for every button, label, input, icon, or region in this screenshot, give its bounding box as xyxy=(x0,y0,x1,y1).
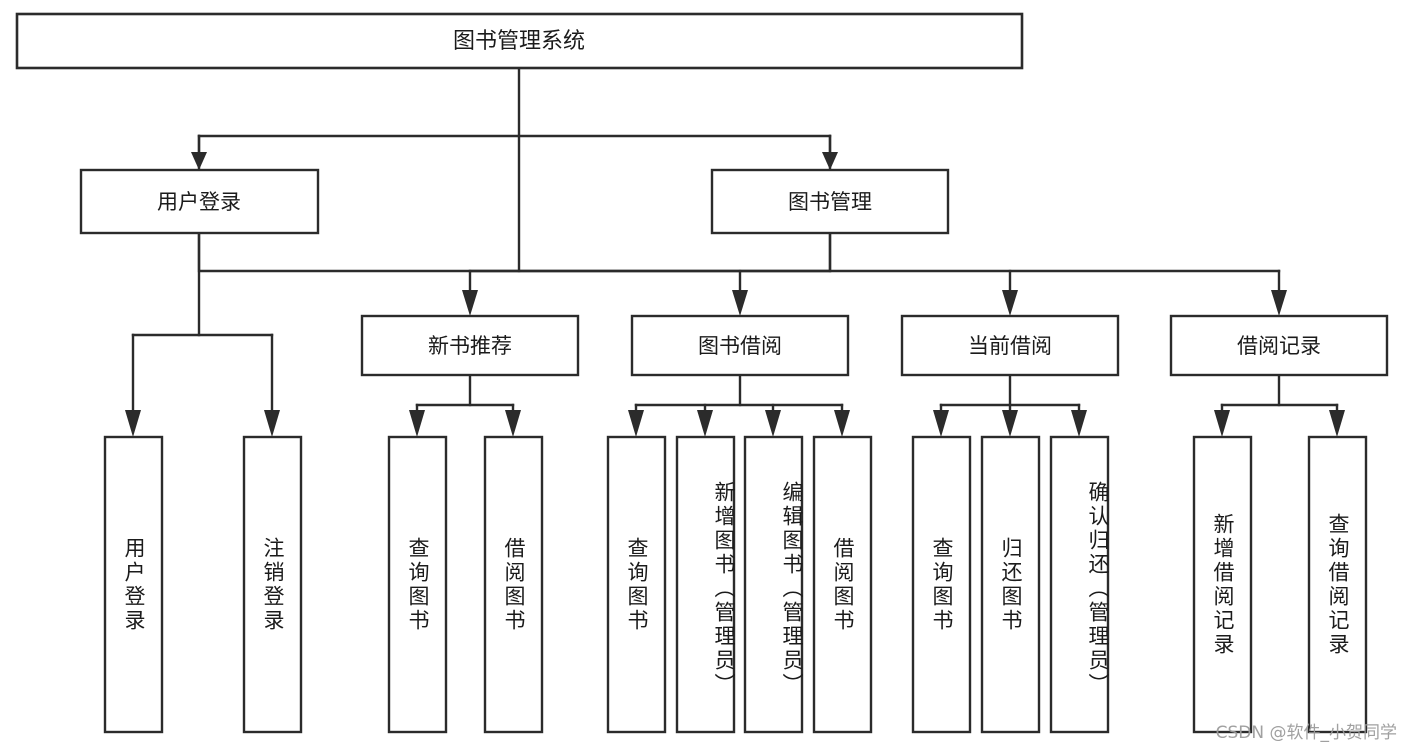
arrow-to-book-manage xyxy=(822,152,838,170)
arrow-to-leaf-user-logout xyxy=(264,410,280,437)
leaf-confirm-return-box[interactable] xyxy=(1049,435,1110,734)
root-label: 图书管理系统 xyxy=(453,29,585,54)
arrow-to-leaf-user-login xyxy=(125,410,141,437)
node-new-book-recommend[interactable]: 新书推荐 xyxy=(360,314,580,377)
current-borrow-box[interactable] xyxy=(900,314,1120,377)
leaf-query-book-1-box[interactable] xyxy=(387,435,448,734)
arrow-to-leaf-add-book xyxy=(697,410,713,437)
watermark-text: CSDN @软件_小贺同学 xyxy=(1215,723,1397,743)
arrow-to-leaf-borrow-book-2 xyxy=(834,410,850,437)
leaf-borrow-book-2-box[interactable] xyxy=(812,435,873,734)
root-box[interactable] xyxy=(15,12,1024,70)
leaf-borrow-book-1-box[interactable] xyxy=(483,435,544,734)
arrow-to-current-borrow xyxy=(1002,290,1018,316)
book-borrow-label: 图书借阅 xyxy=(698,334,782,358)
borrow-record-box[interactable] xyxy=(1169,314,1389,377)
leaf-user-login-box[interactable] xyxy=(103,435,164,734)
leaf-query-book-3-box[interactable] xyxy=(911,435,972,734)
leaf-return-book-box[interactable] xyxy=(980,435,1041,734)
user-login-box[interactable] xyxy=(79,168,320,235)
arrow-to-leaf-return-book xyxy=(1002,410,1018,437)
node-book-manage[interactable]: 图书管理 xyxy=(710,168,950,235)
arrow-to-book-borrow xyxy=(732,290,748,316)
leaf-query-record-box[interactable] xyxy=(1307,435,1368,734)
arrow-to-leaf-query-book-2 xyxy=(628,410,644,437)
node-book-borrow[interactable]: 图书借阅 xyxy=(630,314,850,377)
node-current-borrow[interactable]: 当前借阅 xyxy=(900,314,1120,377)
node-root[interactable]: 图书管理系统 xyxy=(15,12,1024,70)
node-user-login[interactable]: 用户登录 xyxy=(79,168,320,235)
leaf-user-logout-box[interactable] xyxy=(242,435,303,734)
leaf-add-record-box[interactable] xyxy=(1192,435,1253,734)
arrow-to-leaf-borrow-book-1 xyxy=(505,410,521,437)
connectors xyxy=(125,66,1345,437)
leaf-boxes[interactable] xyxy=(103,435,1368,734)
arrow-to-leaf-confirm-return xyxy=(1071,410,1087,437)
leaf-edit-book-box[interactable] xyxy=(743,435,804,734)
user-login-label: 用户登录 xyxy=(157,190,241,214)
new-book-recommend-box[interactable] xyxy=(360,314,580,377)
leaf-add-book-box[interactable] xyxy=(675,435,736,734)
leaf-query-book-2-box[interactable] xyxy=(606,435,667,734)
arrow-to-leaf-edit-book xyxy=(765,410,781,437)
arrow-to-new-book-recommend xyxy=(462,290,478,316)
book-borrow-box[interactable] xyxy=(630,314,850,377)
arrow-to-borrow-record xyxy=(1271,290,1287,316)
arrow-to-user-login xyxy=(191,152,207,170)
book-manage-label: 图书管理 xyxy=(788,190,872,214)
arrow-to-leaf-query-record xyxy=(1329,410,1345,437)
arrow-to-leaf-add-record xyxy=(1214,410,1230,437)
arrow-to-leaf-query-book-1 xyxy=(409,410,425,437)
arrow-to-leaf-query-book-3 xyxy=(933,410,949,437)
book-manage-box[interactable] xyxy=(710,168,950,235)
current-borrow-label: 当前借阅 xyxy=(968,334,1052,358)
new-book-recommend-label: 新书推荐 xyxy=(428,334,512,358)
node-borrow-record[interactable]: 借阅记录 xyxy=(1169,314,1389,377)
borrow-record-label: 借阅记录 xyxy=(1237,334,1321,358)
